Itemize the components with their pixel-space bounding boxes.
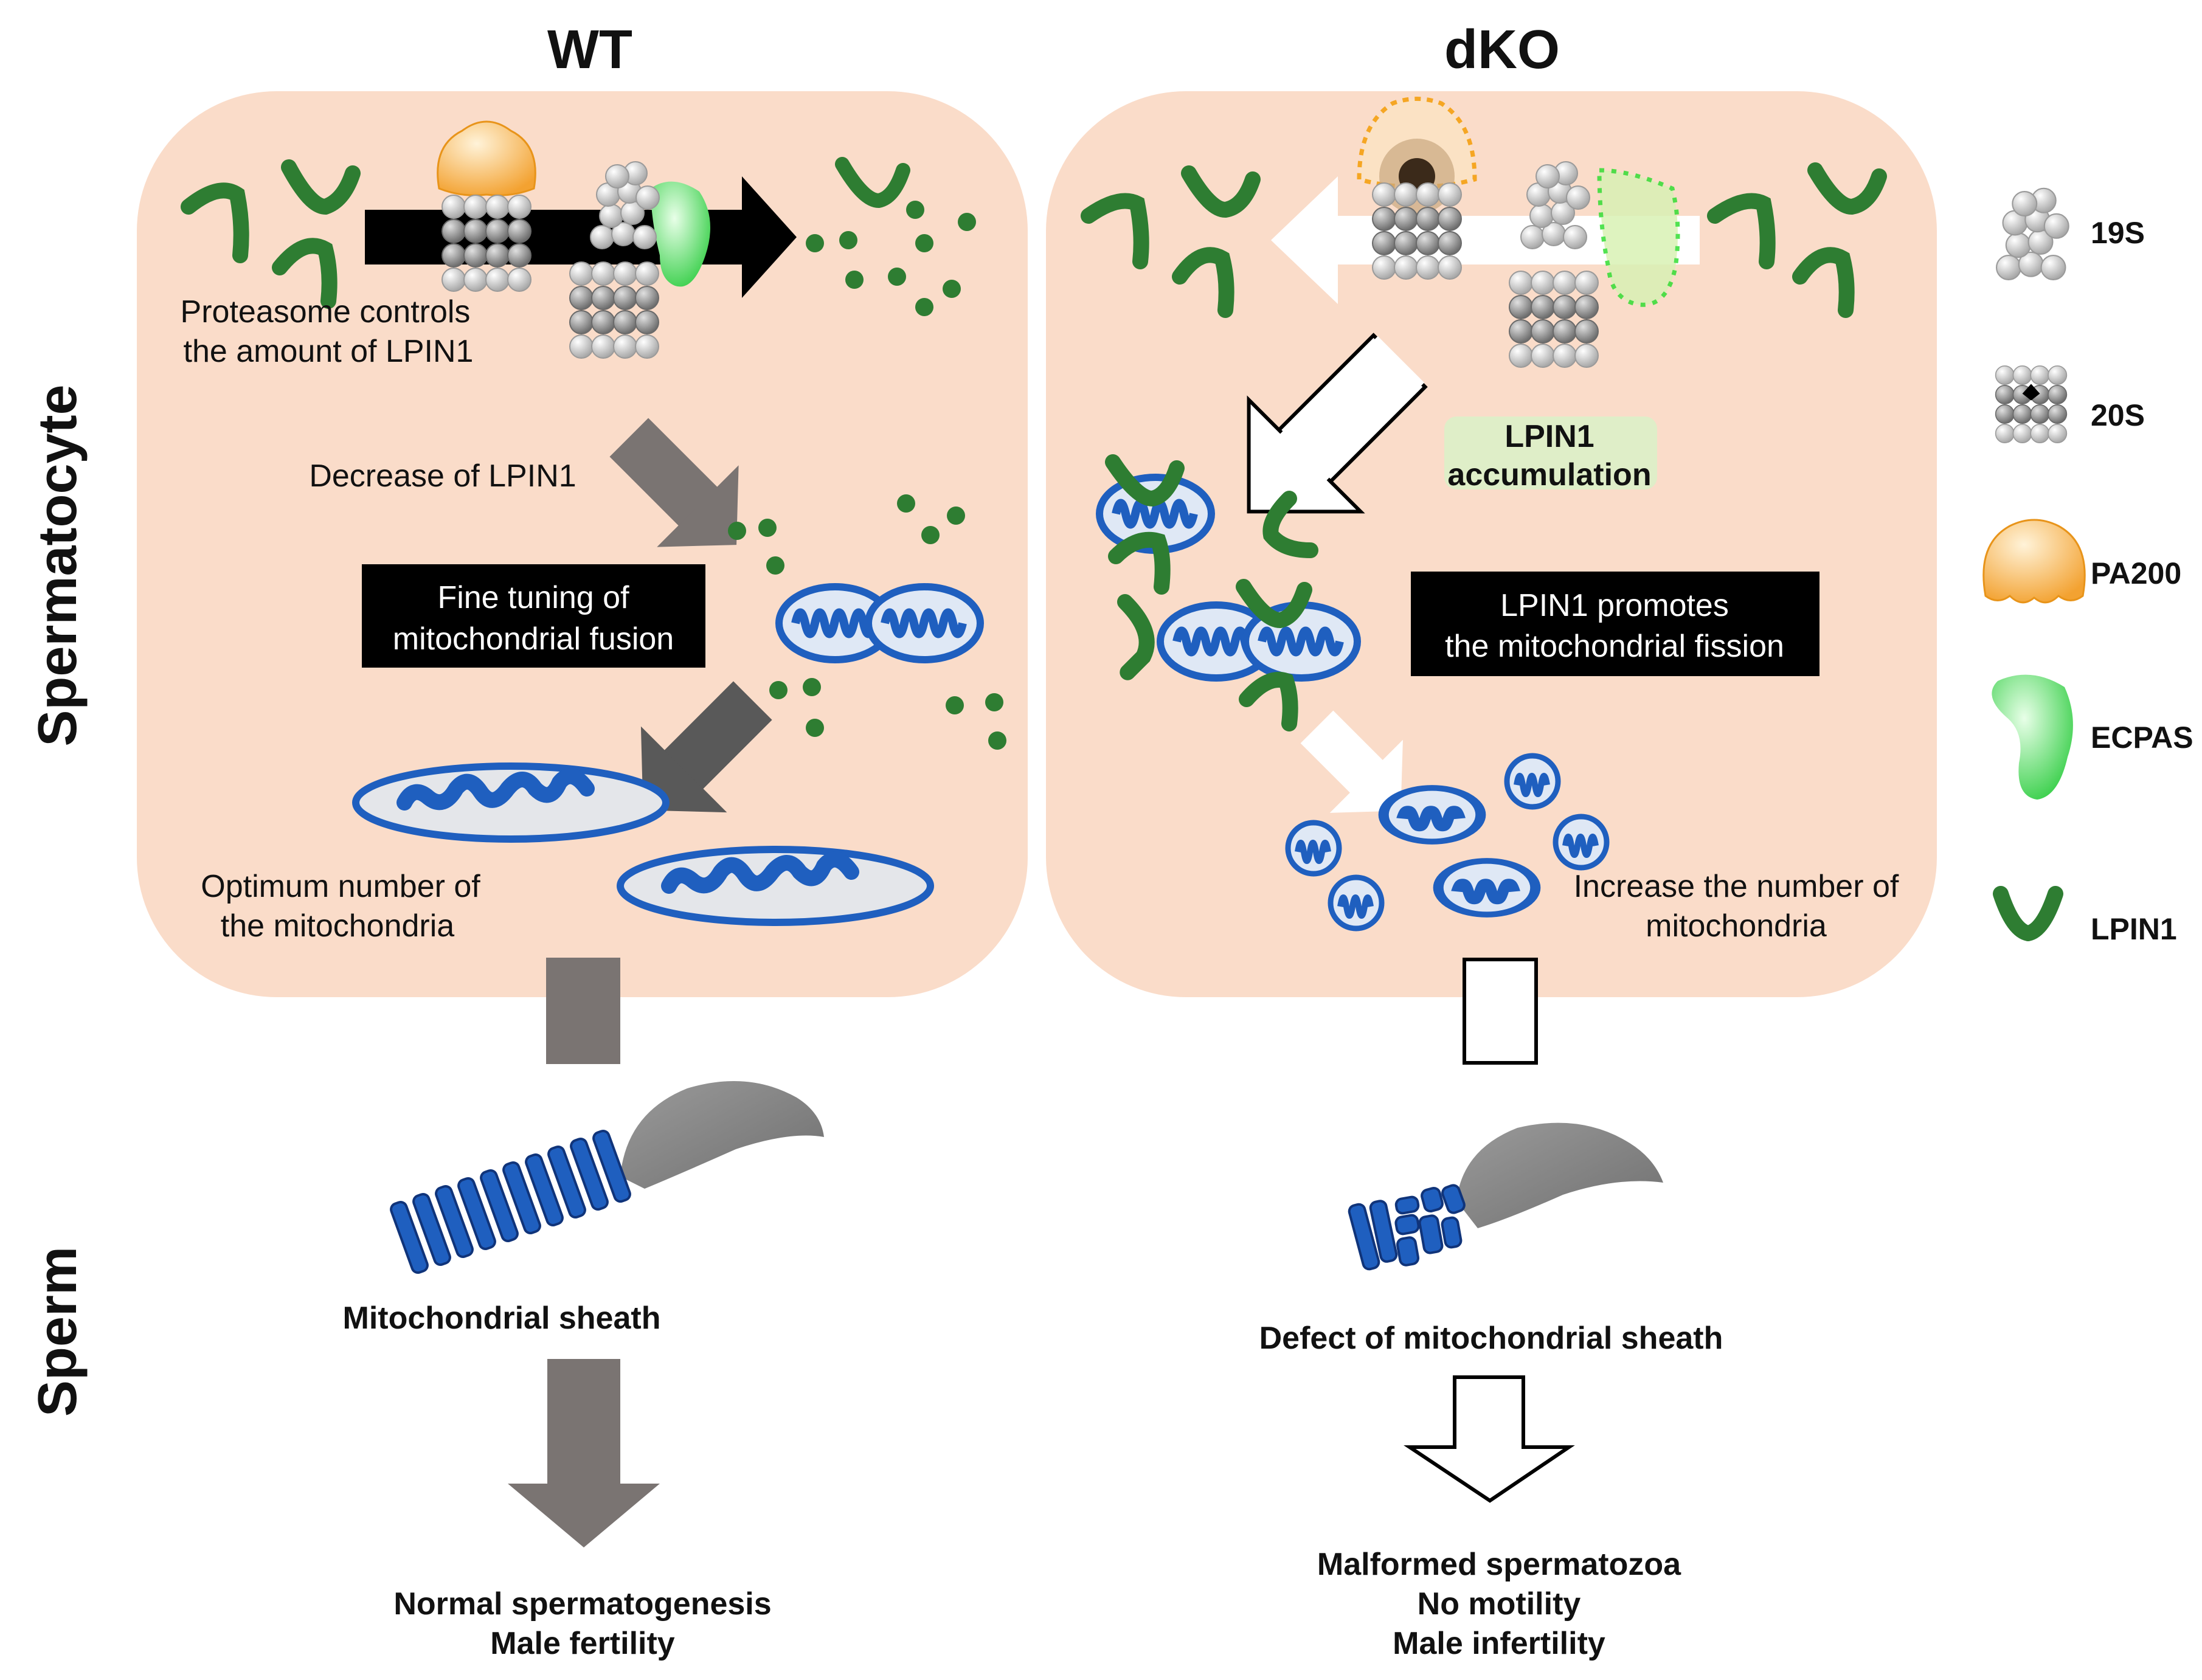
legend-19s-label: 19S: [2091, 216, 2145, 250]
wt-optimum-text-1: Optimum number of: [201, 869, 480, 904]
dko-sheath-text: Defect of mitochondrial sheath: [1259, 1321, 1723, 1356]
header-wt: WT: [547, 19, 632, 80]
legend-lpin1-icon: [2001, 894, 2055, 933]
wt-cell-panel: [137, 91, 1028, 997]
wt-decrease-text: Decrease of LPIN1: [309, 458, 576, 494]
legend-20s-icon: [1996, 366, 2067, 443]
dko-outcome-text-2: No motility: [1418, 1586, 1581, 1622]
pa200-20s-proteasome: [437, 120, 536, 291]
mitochondrion-icon: [779, 587, 980, 660]
side-label-sperm: Sperm: [27, 1246, 88, 1417]
ecpas-icon: [651, 181, 710, 287]
header-dko: dKO: [1444, 19, 1560, 80]
dko-increase-text-1: Increase the number of: [1574, 869, 1899, 904]
dko-20s-proteasome: [1357, 97, 1477, 280]
proteasome-26s-ecpas: [570, 162, 710, 358]
wt-outcome-text-2: Male fertility: [490, 1626, 674, 1661]
legend-ecpas-label: ECPAS: [2091, 721, 2193, 755]
wt-outcome-text-1: Normal spermatogenesis: [393, 1586, 771, 1622]
accumulation-highlight: [1444, 417, 1657, 489]
legend-lpin1-label: LPIN1: [2091, 912, 2177, 946]
accumulation-arrow: [1247, 333, 1428, 514]
wt-sheath-text: Mitochondrial sheath: [343, 1301, 661, 1336]
wt-proteasome-text-1: Proteasome controls: [181, 294, 471, 330]
legend-20s-label: 20S: [2091, 398, 2145, 432]
dko-cell-panel: [1046, 91, 1937, 997]
dko-accum-text-2: accumulation: [1447, 457, 1651, 493]
dko-box-text-2: the mitochondrial fission: [1445, 629, 1784, 664]
lpin1-fragments-wt-mid: [728, 494, 1006, 750]
wt-fusion-box: [362, 564, 705, 668]
ecpas-missing-icon: [1597, 168, 1680, 307]
wt-proteasome-text-2: the amount of LPIN1: [184, 334, 474, 369]
dko-outcome-text-3: Male infertility: [1393, 1626, 1605, 1661]
sperm-icon-defective: [1348, 1122, 1663, 1271]
dko-fission-box: [1411, 572, 1819, 676]
legend-19s-icon: [1996, 188, 2069, 280]
lpin1-icon-dko-left: [1081, 165, 1261, 318]
wt-outcome-arrow: [508, 1359, 660, 1547]
side-label-spermatocyte: Spermatocyte: [27, 384, 88, 746]
dko-increase-text-2: mitochondria: [1646, 908, 1827, 944]
dko-26s-proteasome: [1509, 162, 1680, 367]
wt-box-text-2: mitochondrial fusion: [393, 621, 674, 657]
lpin1-on-mitochondria: [1105, 454, 1318, 731]
dko-accum-text-1: LPIN1: [1504, 419, 1594, 454]
lpin1-fragments: [806, 157, 976, 316]
lpin1-icon: [181, 159, 361, 309]
legend-ecpas-icon: [1992, 674, 2073, 800]
wt-box-text-1: Fine tuning of: [437, 580, 629, 615]
dko-outcome-arrow: [1404, 1375, 1575, 1503]
wt-connector: [546, 958, 620, 1064]
fission-arrow: [1300, 710, 1403, 813]
lpin1-icon-dko-right: [1707, 162, 1887, 318]
decrease-arrow: [609, 418, 739, 547]
sperm-icon: [390, 1081, 824, 1274]
dko-outcome-text-1: Malformed spermatozoa: [1317, 1547, 1681, 1582]
dko-box-text-1: LPIN1 promotes: [1500, 588, 1729, 623]
wt-optimum-text-2: the mitochondria: [221, 908, 455, 944]
legend-pa200-icon: [1982, 519, 2086, 604]
legend-pa200-label: PA200: [2091, 556, 2181, 590]
pa200-icon: [437, 120, 536, 196]
legend: 19S 20S PA200 ECPAS LPIN1: [1982, 188, 2193, 946]
dko-connector: [1463, 958, 1538, 1065]
